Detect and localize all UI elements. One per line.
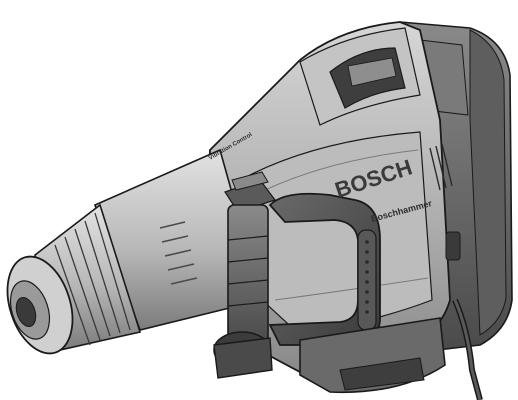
tool-holder xyxy=(6,255,74,355)
base xyxy=(299,317,446,394)
power-cable xyxy=(452,298,483,400)
auxiliary-column xyxy=(213,204,273,379)
side-switch xyxy=(445,231,461,261)
